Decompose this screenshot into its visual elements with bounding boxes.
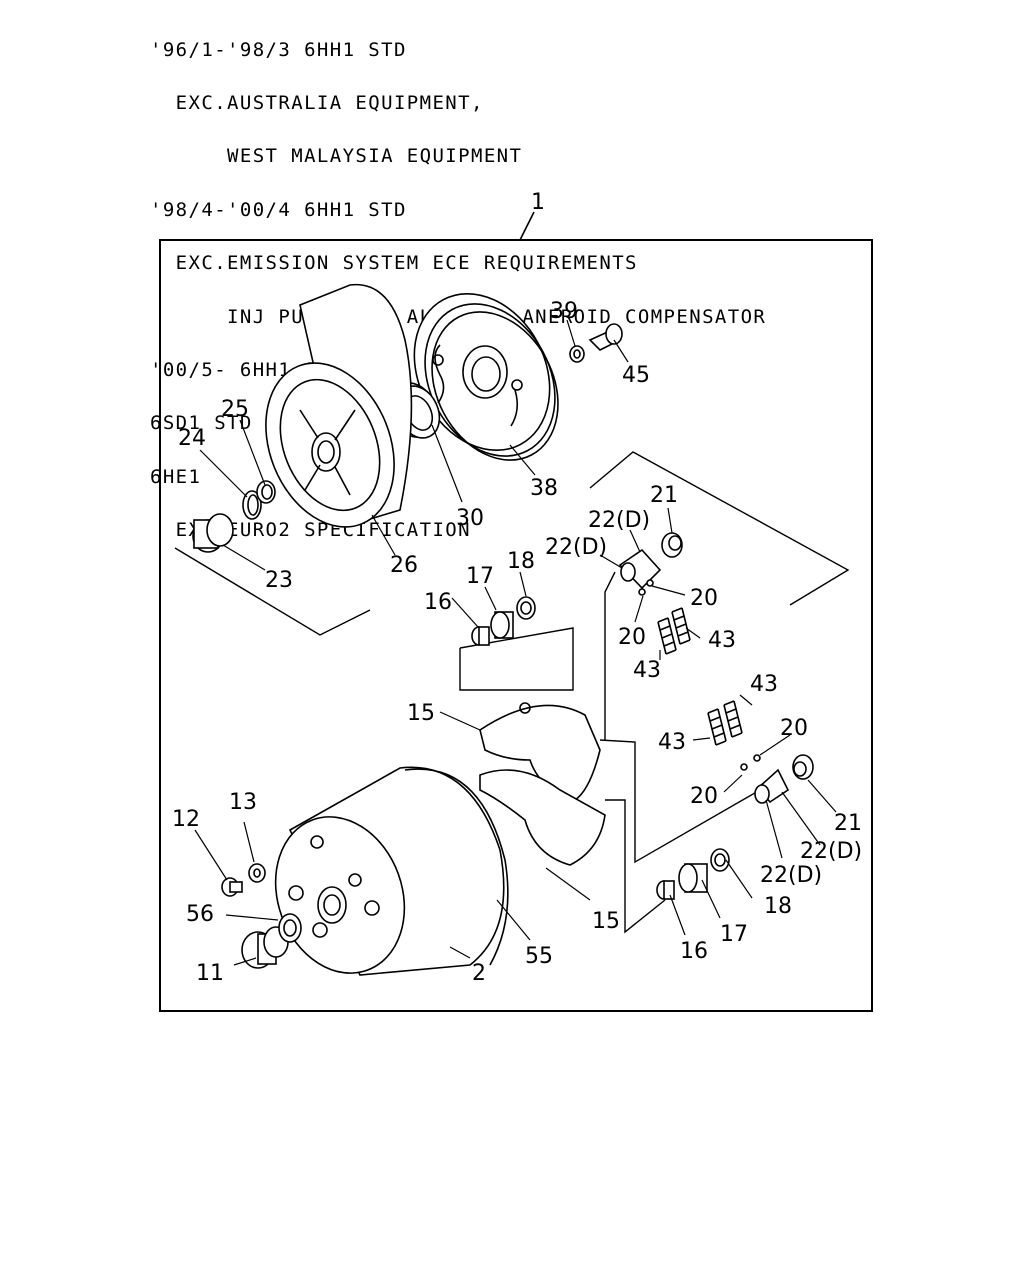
snap-ring-25 [256, 480, 276, 504]
spring-43-lower-b [723, 700, 743, 738]
pin-20-upper [638, 579, 654, 596]
washer-13 [248, 863, 266, 883]
collar-15-lower [479, 769, 606, 866]
screw-12 [221, 877, 243, 897]
diaphragm-housing-26 [265, 283, 413, 528]
note-line: '96/1-'98/3 6HH1 STD [150, 38, 407, 61]
note-line: EXC.AUSTRALIA EQUIPMENT, [150, 91, 484, 114]
note-line: 6HE1 [150, 465, 202, 488]
callout-30: 30 [456, 506, 484, 531]
callout-1: 1 [531, 190, 545, 215]
callout-45: 45 [622, 363, 650, 388]
callout-20-lower-a: 20 [780, 716, 808, 741]
callout-55: 55 [525, 944, 553, 969]
applicability-notes: '96/1-'98/3 6HH1 STD EXC.AUSTRALIA EQUIP… [150, 6, 850, 558]
o-ring-55 [404, 768, 509, 966]
callout-43-upper-a: 43 [708, 628, 736, 653]
callout-22d-upper-b: 22(D) [545, 535, 607, 560]
callout-11: 11 [196, 961, 224, 986]
spring-43-lower-a [707, 708, 727, 746]
bushing-17-upper [490, 611, 514, 639]
callout-13: 13 [229, 790, 257, 815]
note-line: '98/4-'00/4 6HH1 STD [150, 198, 407, 221]
callout-17-upper: 17 [466, 564, 494, 589]
callout-26: 26 [390, 553, 418, 578]
callout-17-lower: 17 [720, 922, 748, 947]
callout-43-lower-b: 43 [658, 730, 686, 755]
gasket-56 [278, 913, 302, 943]
assembly-frame [159, 239, 873, 1012]
spring-43-upper-b [671, 607, 691, 645]
callout-22d-lower-a: 22(D) [800, 839, 862, 864]
callout-16-lower: 16 [680, 939, 708, 964]
callout-43-upper-b: 43 [633, 658, 661, 683]
callout-20-upper-b: 20 [618, 625, 646, 650]
callout-25: 25 [221, 397, 249, 422]
plug-23 [192, 513, 234, 553]
bolt-45 [588, 323, 623, 351]
washer-39 [569, 345, 585, 363]
cap-21-upper [661, 532, 683, 558]
callout-20-upper-a: 20 [690, 586, 718, 611]
cover-plate-38 [413, 292, 559, 461]
callout-43-lower-a: 43 [750, 672, 778, 697]
callout-56: 56 [186, 902, 214, 927]
lever-22d-lower [754, 768, 790, 804]
o-ring-24 [242, 490, 262, 520]
ring-18-lower [710, 848, 730, 872]
callout-24: 24 [178, 426, 206, 451]
callout-23: 23 [265, 568, 293, 593]
callout-20-lower-b: 20 [690, 784, 718, 809]
callout-12: 12 [172, 807, 200, 832]
cap-21-lower [792, 754, 814, 780]
note-line: EXC.EMISSION SYSTEM ECE REQUIREMENTS [150, 252, 638, 275]
callout-39: 39 [550, 299, 578, 324]
callout-2: 2 [472, 961, 486, 986]
callout-16-upper: 16 [424, 590, 452, 615]
note-line: WEST MALAYSIA EQUIPMENT [150, 145, 523, 168]
ring-18-upper [516, 596, 536, 620]
housing-2 [274, 766, 505, 976]
spring-43-upper-a [657, 617, 677, 655]
callout-22d-lower-b: 22(D) [760, 863, 822, 888]
lever-22d-upper [618, 548, 662, 590]
callout-38: 38 [530, 476, 558, 501]
callout-22d-upper-a: 22(D) [588, 508, 650, 533]
callout-21-upper: 21 [650, 483, 678, 508]
leader-lines [194, 319, 837, 966]
bushing-17-lower [678, 863, 708, 893]
callout-18-upper: 18 [507, 549, 535, 574]
pin-20-lower [740, 754, 761, 771]
group-lines [174, 451, 850, 934]
spacer-16-lower [656, 880, 675, 900]
note-line: 6SD1 STD [150, 412, 253, 435]
leader-1 [519, 211, 535, 241]
spacer-16-upper [471, 626, 490, 646]
callout-15-lower: 15 [592, 909, 620, 934]
callout-18-lower: 18 [764, 894, 792, 919]
callout-15-upper: 15 [407, 701, 435, 726]
callout-21-lower: 21 [834, 811, 862, 836]
